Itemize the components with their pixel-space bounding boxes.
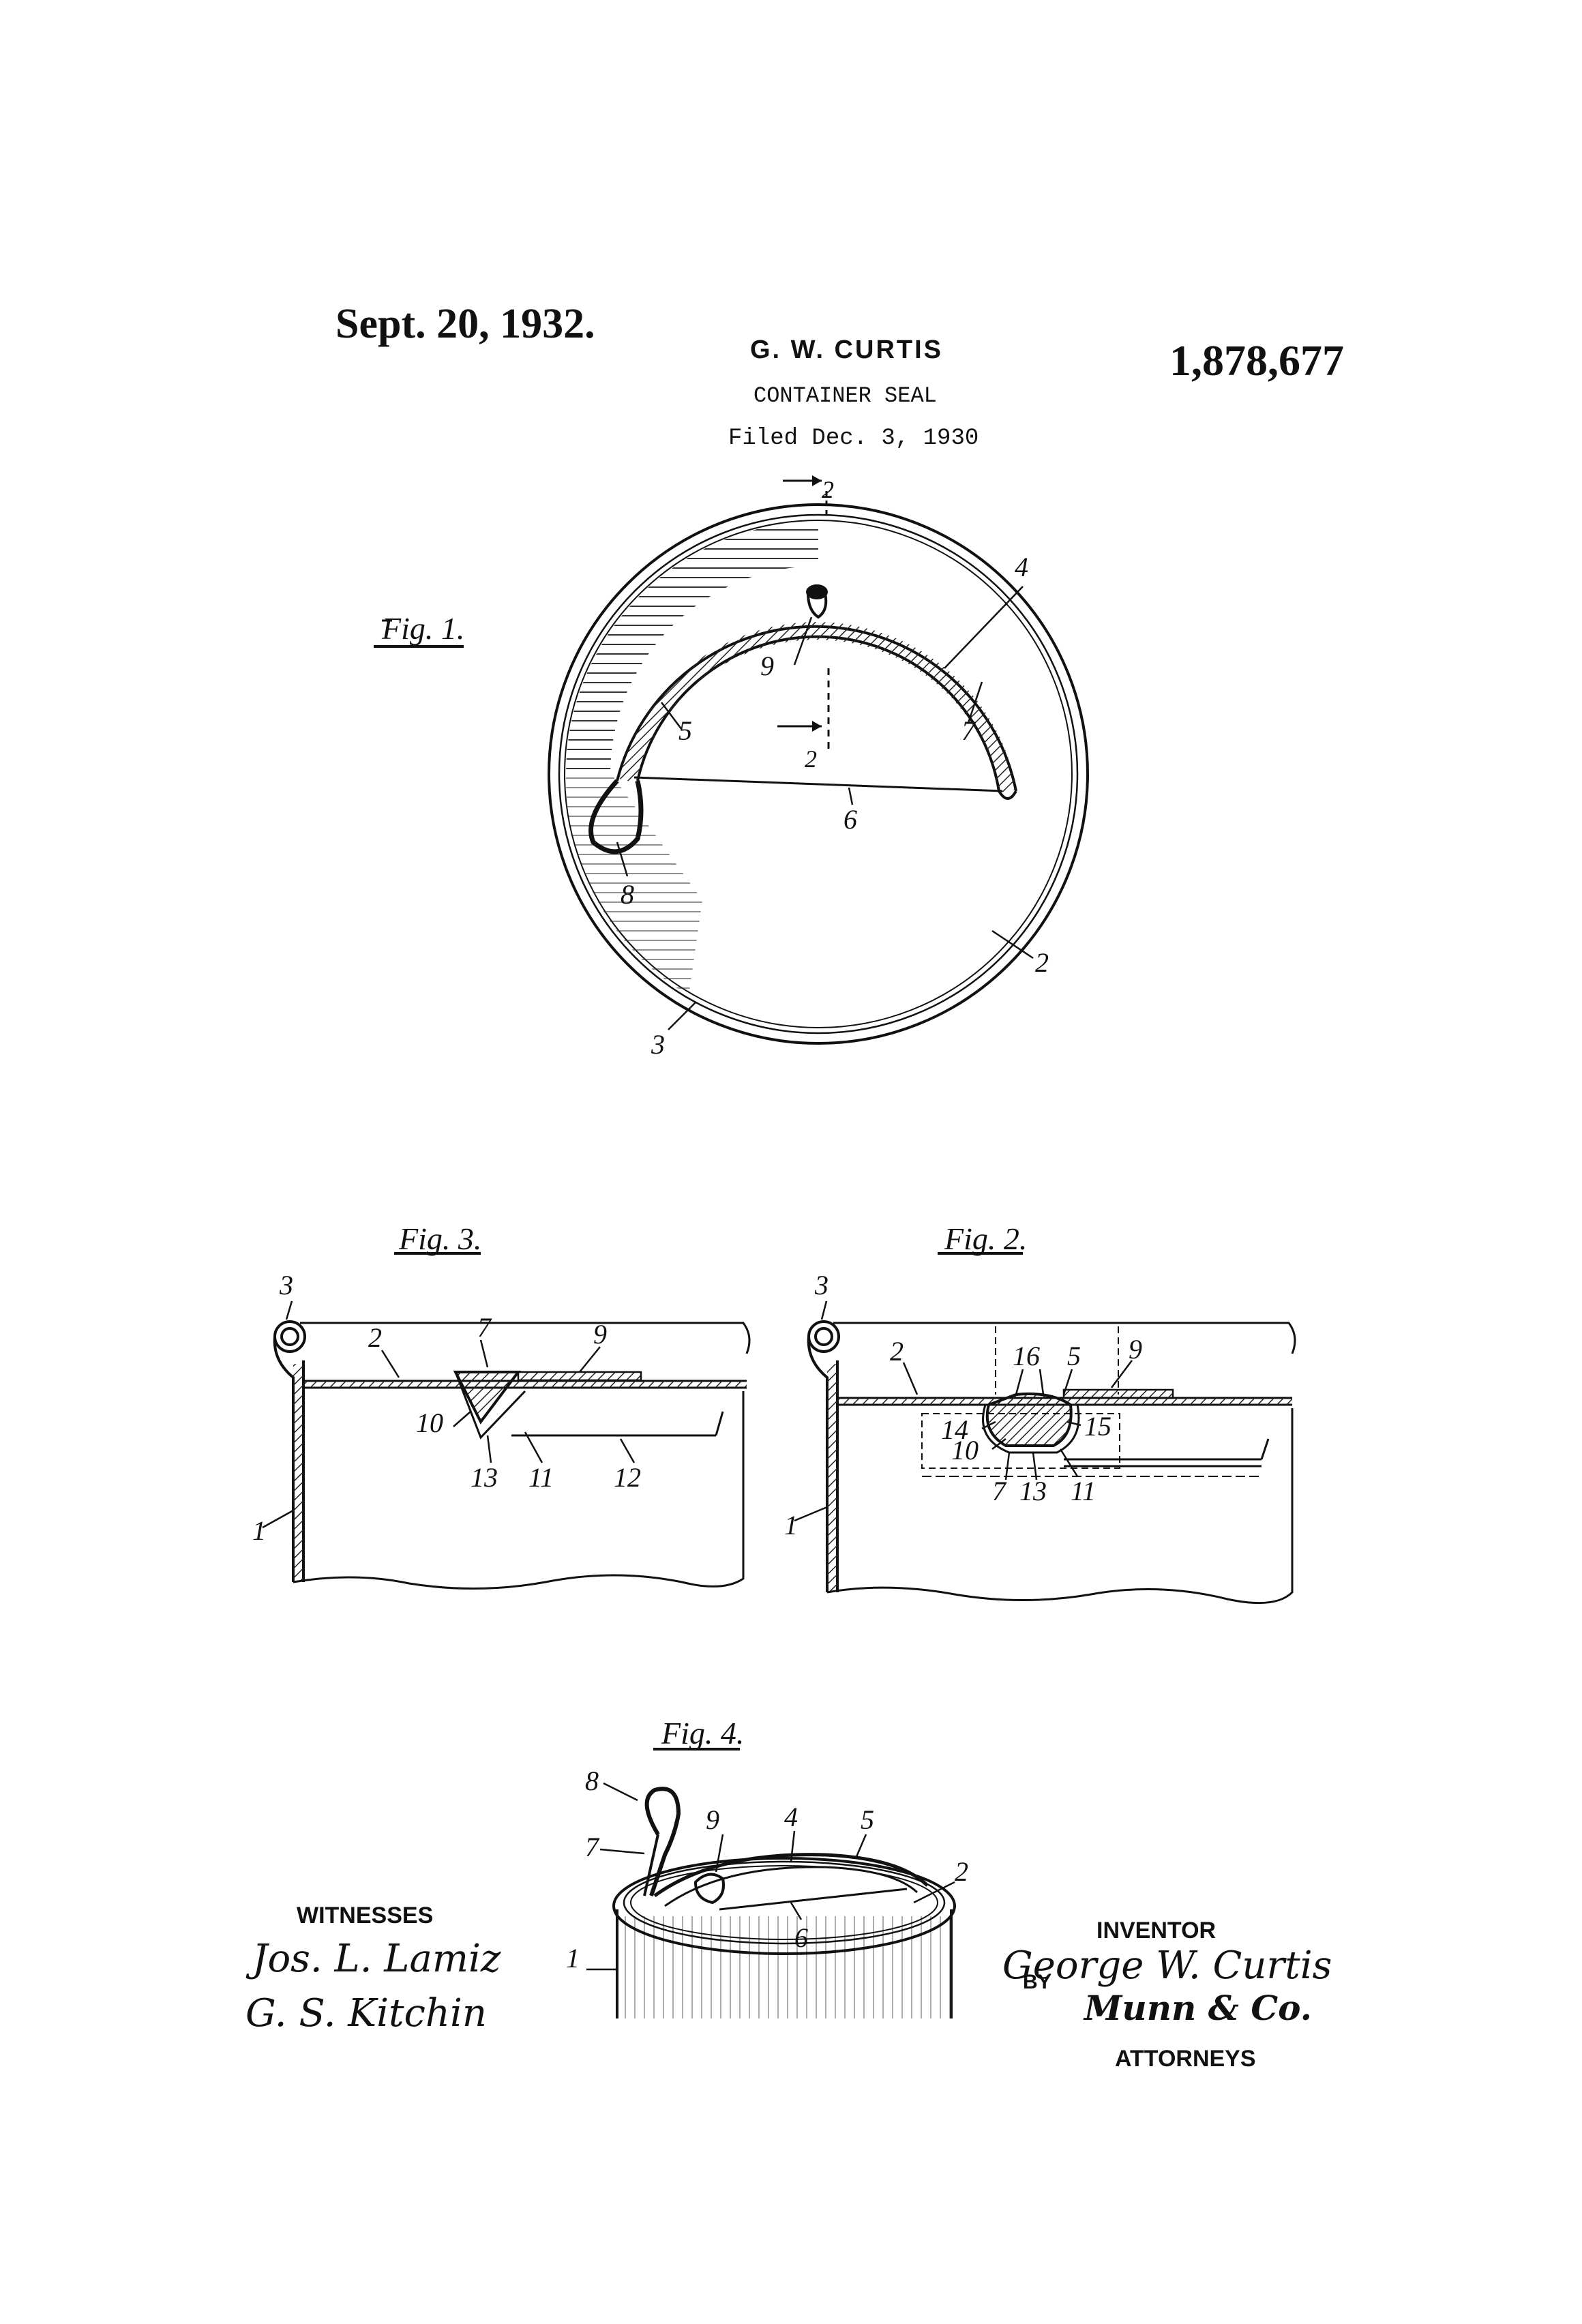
ref-13-fig2: 13	[1019, 1476, 1047, 1506]
ref-4: 4	[1015, 552, 1028, 582]
ref-15-fig2: 15	[1084, 1411, 1111, 1442]
ref-7-fig4: 7	[585, 1832, 600, 1862]
ref-5-fig4: 5	[861, 1804, 874, 1835]
ref-3-fig3: 3	[279, 1270, 293, 1300]
figure-2	[794, 1253, 1295, 1603]
attorney-signature: Munn & Co.	[1084, 1988, 1312, 2028]
ref-1-fig4: 1	[566, 1943, 580, 1973]
figure-1-label: Fig. 1.	[382, 610, 464, 646]
ref-9-fig2: 9	[1129, 1334, 1142, 1365]
figure-3-label: Fig. 3.	[399, 1221, 481, 1257]
witness-signature-1: Jos. L. Lamiz	[252, 1937, 501, 1981]
ref-10-fig2: 10	[951, 1435, 979, 1465]
figure-1	[374, 475, 1088, 1043]
ref-3-fig2: 3	[814, 1270, 829, 1300]
ref-3: 3	[651, 1029, 665, 1060]
ref-1-fig2: 1	[784, 1510, 798, 1540]
ref-2-fig3: 2	[368, 1322, 382, 1353]
ref-10-fig3: 10	[416, 1407, 443, 1438]
ref-11-fig3: 11	[528, 1462, 554, 1493]
ref-9-fig4: 9	[706, 1804, 719, 1835]
inventor-signature: George W. Curtis	[1002, 1943, 1332, 1988]
ref-6: 6	[844, 804, 857, 835]
inventor-label: INVENTOR	[1096, 1918, 1216, 1944]
ref-8-fig4: 8	[585, 1766, 599, 1796]
ref-5-fig2: 5	[1067, 1341, 1081, 1371]
ref-7-fig3: 7	[477, 1312, 492, 1343]
figure-4	[586, 1749, 955, 2018]
ref-2-fig4: 2	[955, 1856, 968, 1887]
witness-signature-2: G. S. Kitchin	[245, 1991, 487, 2036]
ref-11-fig2: 11	[1071, 1476, 1096, 1506]
section-marker-top: 2	[822, 476, 834, 503]
ref-5: 5	[678, 715, 692, 746]
ref-13-fig3: 13	[471, 1462, 498, 1493]
ref-6-fig4: 6	[794, 1922, 808, 1953]
figure-4-label: Fig. 4.	[661, 1715, 744, 1751]
ref-7: 7	[961, 715, 976, 746]
ref-8: 8	[621, 879, 634, 910]
ref-9: 9	[760, 651, 774, 681]
by-label: BY	[1023, 1971, 1051, 1994]
figure-2-label: Fig. 2.	[944, 1221, 1027, 1257]
figure-3	[263, 1253, 749, 1589]
ref-2-fig2: 2	[890, 1336, 904, 1367]
section-marker-bottom: 2	[805, 745, 817, 773]
witnesses-label: WITNESSES	[297, 1903, 433, 1929]
ref-2: 2	[1035, 947, 1049, 978]
attorneys-label: ATTORNEYS	[1115, 2046, 1256, 2072]
ref-9-fig3: 9	[593, 1319, 607, 1350]
ref-1-fig3: 1	[252, 1515, 266, 1546]
ref-16-fig2: 16	[1013, 1341, 1040, 1371]
ref-12-fig3: 12	[614, 1462, 641, 1493]
ref-4-fig4: 4	[784, 1802, 798, 1832]
ref-7-fig2: 7	[992, 1476, 1007, 1506]
